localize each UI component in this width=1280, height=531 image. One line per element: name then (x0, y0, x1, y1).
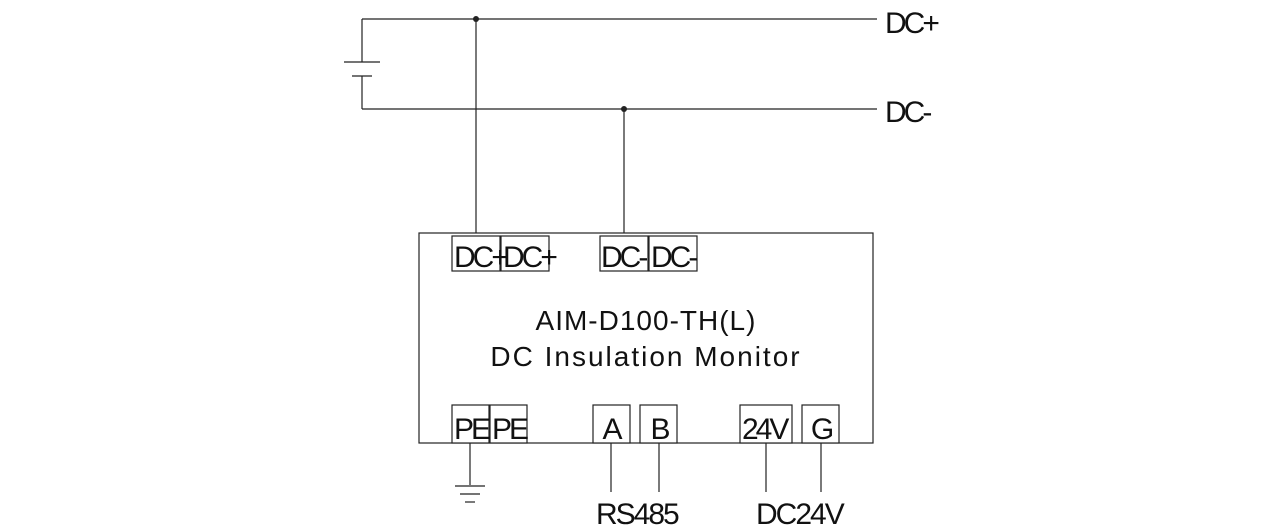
terminal-label-dc-positive-1: DC+ (454, 241, 508, 274)
terminal-g (801, 404, 840, 444)
terminal-24v (739, 404, 793, 444)
terminal-dc-negative-1 (599, 235, 649, 272)
terminal-label-dc-negative-2: DC- (651, 241, 697, 274)
terminal-label-pe-2: PE (492, 413, 528, 446)
terminal-label-g: G (811, 413, 833, 446)
device-description: DC Insulation Monitor (490, 341, 801, 372)
terminal-pe-2 (489, 404, 528, 444)
terminal-dc-positive-2 (500, 235, 550, 272)
dc24v-label: DC24V (756, 498, 845, 531)
terminal-label-24v: 24V (742, 413, 789, 446)
terminal-pe-1 (451, 404, 490, 444)
battery-icon (344, 19, 380, 109)
terminal-label-a: A (602, 413, 622, 446)
dc-negative-bus-label: DC- (885, 96, 931, 129)
terminal-b (639, 404, 678, 444)
terminal-label-dc-positive-2: DC+ (503, 241, 557, 274)
dc-positive-bus-label: DC+ (885, 7, 939, 40)
ground-icon (455, 443, 485, 503)
device-model: AIM-D100-TH(L) (536, 305, 757, 336)
rs485-label: RS485 (596, 498, 679, 531)
terminal-label-dc-negative-1: DC- (601, 241, 647, 274)
terminal-label-b: B (650, 413, 669, 446)
terminal-dc-negative-2 (648, 235, 698, 272)
terminal-dc-positive-1 (451, 235, 501, 272)
terminal-label-pe-1: PE (454, 413, 490, 446)
